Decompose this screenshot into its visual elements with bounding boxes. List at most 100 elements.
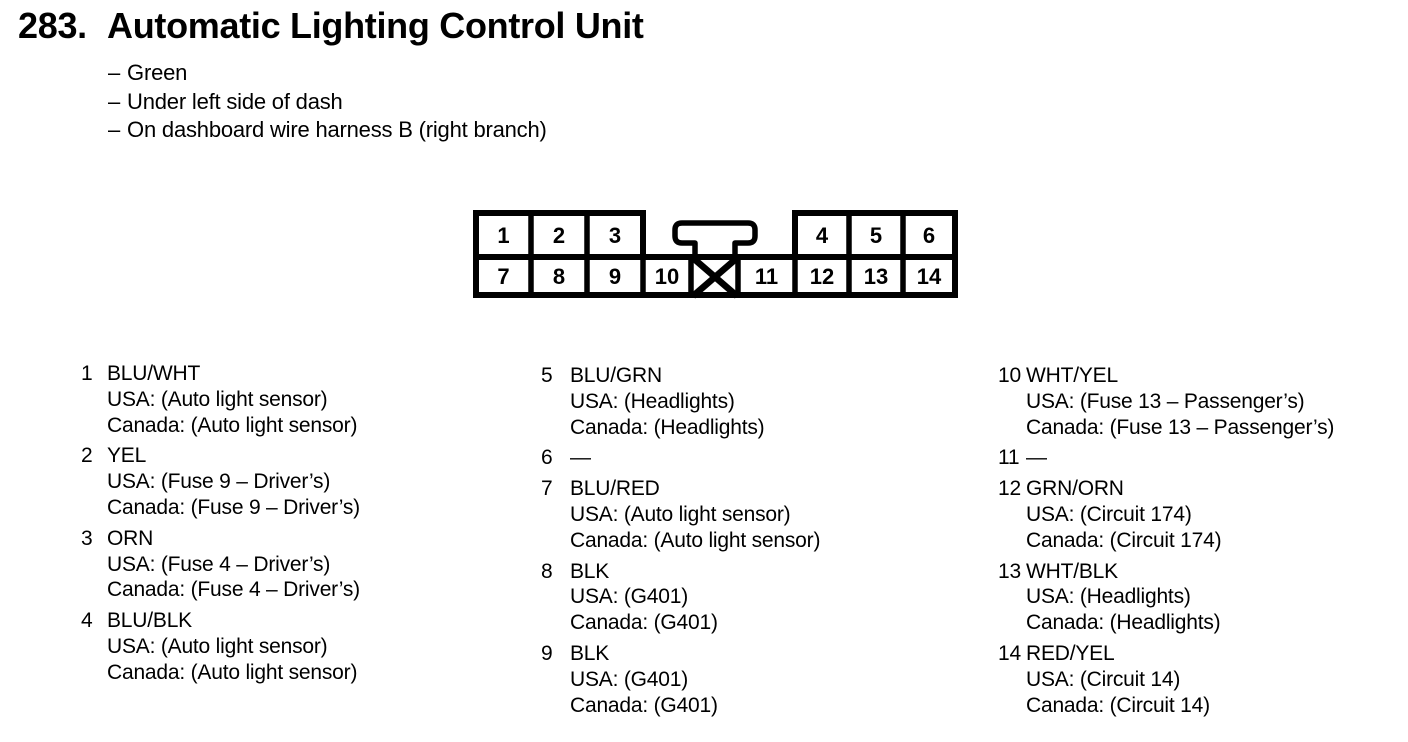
pin-wire-color: BLK [570, 559, 610, 583]
pin-entry-14: 14 RED/YEL USA: (Circuit 14) Canada: (Ci… [998, 641, 1334, 718]
pin-canada-function: Canada: (Auto light sensor) [570, 528, 821, 552]
pin-wire-color: WHT/YEL [1026, 364, 1118, 387]
pin-usa-function: USA: (Auto light sensor) [107, 387, 328, 411]
connector-cell-3: 3 [609, 223, 621, 248]
pin-entry-13: 13 WHT/BLK USA: (Headlights) Canada: (He… [998, 559, 1334, 636]
pin-details: ORN USA: (Fuse 4 – Driver’s) Canada: (Fu… [107, 526, 360, 603]
pin-number: 7 [541, 477, 553, 501]
pin-canada-function: Canada: (G401) [570, 693, 718, 717]
pin-canada-function: Canada: (Fuse 4 – Driver’s) [107, 578, 360, 602]
pin-canada-function: Canada: (Fuse 13 – Passenger’s) [1026, 415, 1335, 439]
pin-number: 12 [998, 477, 1021, 501]
pin-details: WHT/YEL USA: (Fuse 13 – Passenger’s) Can… [1026, 363, 1334, 440]
connector-cell-1: 1 [497, 223, 509, 248]
pin-usa-function: USA: (Headlights) [1026, 585, 1191, 609]
pin-wire-color: GRN/ORN [1026, 477, 1124, 501]
pin-entry-2: 2 YEL USA: (Fuse 9 – Driver’s) Canada: (… [81, 443, 360, 520]
connector-cell-13: 13 [864, 264, 888, 289]
note-text: Under left side of dash [127, 88, 343, 114]
pin-entry-9: 9 BLK USA: (G401) Canada: (G401) [541, 641, 820, 718]
dash-bullet: – [108, 88, 121, 114]
pin-number: 10 [998, 364, 1021, 387]
pin-details: WHT/BLK USA: (Headlights) Canada: (Headl… [1026, 559, 1221, 636]
pin-details: BLK USA: (G401) Canada: (G401) [570, 559, 718, 636]
pin-number: 14 [998, 641, 1021, 665]
pin-usa-function: USA: (Fuse 9 – Driver’s) [107, 470, 331, 494]
pin-canada-function: Canada: (Auto light sensor) [107, 413, 358, 437]
connector-pin-numbers: 1 2 3 4 5 6 7 8 9 10 11 12 13 14 [497, 223, 942, 289]
pin-details: GRN/ORN USA: (Circuit 174) Canada: (Circ… [1026, 476, 1222, 553]
connector-cell-6: 6 [923, 223, 935, 248]
pin-wire-color: WHT/BLK [1026, 559, 1118, 583]
pin-list-column-1: 1 BLU/WHT USA: (Auto light sensor) Canad… [81, 361, 360, 691]
note-text: On dashboard wire harness B (right branc… [127, 117, 547, 142]
note-location: – Under left side of dash [108, 88, 547, 117]
pin-details: BLU/RED USA: (Auto light sensor) Canada:… [570, 476, 820, 553]
pin-usa-function: USA: (Auto light sensor) [107, 634, 328, 658]
connector-cell-12: 12 [810, 264, 834, 289]
pin-canada-function: Canada: (Auto light sensor) [107, 660, 358, 684]
pin-usa-function: USA: (G401) [570, 585, 689, 609]
dash-bullet: – [108, 117, 121, 142]
pin-details: RED/YEL USA: (Circuit 14) Canada: (Circu… [1026, 641, 1210, 718]
pin-usa-function: USA: (G401) [570, 667, 689, 691]
page-title: Automatic Lighting Control Unit [107, 5, 644, 46]
pin-usa-function: USA: (Fuse 13 – Passenger’s) [1026, 389, 1305, 413]
pin-wire-color: ORN [107, 526, 154, 550]
connector-cell-5: 5 [870, 223, 882, 248]
pin-not-used: — [570, 446, 591, 470]
pin-details: BLK USA: (G401) Canada: (G401) [570, 641, 718, 718]
pin-wire-color: BLU/GRN [570, 364, 662, 387]
pin-number: 5 [541, 364, 553, 387]
pin-not-used: — [1026, 446, 1047, 470]
connector-cell-14: 14 [917, 264, 942, 289]
pin-entry-7: 7 BLU/RED USA: (Auto light sensor) Canad… [541, 476, 820, 553]
location-notes: – Green – Under left side of dash – On d… [108, 59, 547, 145]
pin-canada-function: Canada: (Circuit 14) [1026, 693, 1210, 717]
pin-wire-color: BLK [570, 641, 610, 665]
pin-number: 3 [81, 526, 93, 550]
pin-canada-function: Canada: (Headlights) [570, 415, 765, 439]
pin-wire-color: YEL [107, 444, 147, 468]
connector-cell-separators [528, 213, 906, 295]
pin-entry-5: 5 BLU/GRN USA: (Headlights) Canada: (Hea… [541, 363, 820, 440]
pin-details: BLU/BLK USA: (Auto light sensor) Canada:… [107, 608, 357, 685]
pin-number: 1 [81, 362, 93, 385]
pin-entry-1: 1 BLU/WHT USA: (Auto light sensor) Canad… [81, 361, 360, 438]
pin-entry-12: 12 GRN/ORN USA: (Circuit 174) Canada: (C… [998, 476, 1334, 553]
connector-cell-8: 8 [553, 264, 565, 289]
pin-number: 2 [81, 444, 93, 468]
pin-canada-function: Canada: (G401) [570, 611, 718, 635]
pin-entry-4: 4 BLU/BLK USA: (Auto light sensor) Canad… [81, 608, 360, 685]
pin-number: 13 [998, 559, 1021, 583]
pin-canada-function: Canada: (Circuit 174) [1026, 528, 1222, 552]
pin-list-column-3: 10 WHT/YEL USA: (Fuse 13 – Passenger’s) … [998, 363, 1334, 723]
pin-number: 11 [998, 446, 1020, 470]
pin-canada-function: Canada: (Headlights) [1026, 611, 1221, 635]
pin-usa-function: USA: (Headlights) [570, 389, 735, 413]
connector-cell-4: 4 [816, 223, 829, 248]
pin-list-column-2: 5 BLU/GRN USA: (Headlights) Canada: (Hea… [541, 363, 820, 723]
pin-details: BLU/GRN USA: (Headlights) Canada: (Headl… [570, 363, 765, 440]
pin-usa-function: USA: (Fuse 4 – Driver’s) [107, 552, 331, 576]
note-harness: – On dashboard wire harness B (right bra… [108, 116, 547, 145]
pin-number: 8 [541, 559, 553, 583]
connector-cell-7: 7 [497, 264, 509, 289]
pin-entry-3: 3 ORN USA: (Fuse 4 – Driver’s) Canada: (… [81, 526, 360, 603]
pin-details: BLU/WHT USA: (Auto light sensor) Canada:… [107, 361, 357, 438]
connector-cell-2: 2 [553, 223, 565, 248]
pin-number: 4 [81, 609, 93, 633]
connector-cell-10: 10 [655, 264, 679, 289]
pin-entry-6: 6 — [541, 445, 820, 471]
connector-diagram: 1 2 3 4 5 6 7 8 9 10 11 12 13 14 [470, 206, 962, 304]
pin-number: 6 [541, 446, 553, 470]
pin-number: 9 [541, 641, 553, 665]
dash-bullet: – [108, 60, 121, 85]
section-header: 283. Automatic Lighting Control Unit [18, 6, 644, 46]
section-number: 283. [18, 5, 87, 46]
pin-entry-11: 11 — [998, 445, 1334, 471]
blocked-cell-x-icon [690, 255, 740, 299]
pin-usa-function: USA: (Circuit 14) [1026, 667, 1181, 691]
connector-key-tab [672, 220, 758, 260]
